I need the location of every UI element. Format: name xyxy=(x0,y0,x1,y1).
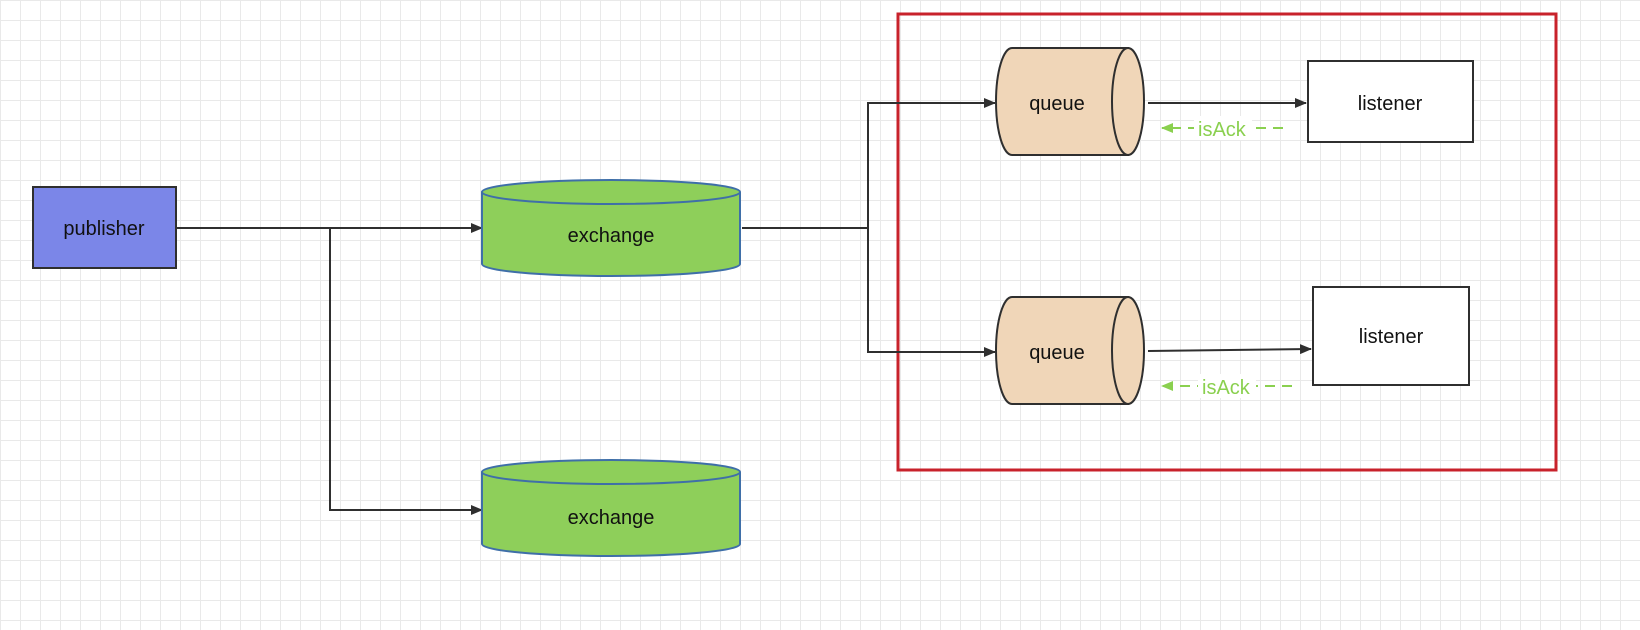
ack-label-bg-top xyxy=(1194,116,1252,140)
publisher-node[interactable]: publisher xyxy=(32,186,177,269)
queue-bottom-node[interactable]: queue xyxy=(995,296,1145,405)
edge-queue-listener-bottom[interactable] xyxy=(1147,344,1312,355)
edge-publisher-exchange-bottom[interactable] xyxy=(329,228,483,515)
queue-bottom-label: queue xyxy=(1029,342,1085,364)
ack-arrows xyxy=(1161,123,1292,391)
ack-label-top: isAck xyxy=(1198,119,1247,141)
highlight-frame xyxy=(896,12,1558,472)
connectors xyxy=(176,98,1312,515)
ack-label-bg-bottom xyxy=(1198,374,1256,398)
ack-label-bottom: isAck xyxy=(1202,377,1251,399)
edge-router-queue-top[interactable] xyxy=(867,98,996,228)
listener-top-label: listener xyxy=(1358,93,1423,115)
exchange-top-node[interactable]: exchange xyxy=(481,179,741,277)
listener-bottom-node[interactable]: listener xyxy=(1312,286,1470,386)
exchange-top-label: exchange xyxy=(568,225,655,247)
queue-top-node[interactable]: queue xyxy=(995,47,1145,156)
edge-router-queue-bottom[interactable] xyxy=(867,228,996,357)
exchange-bottom-label: exchange xyxy=(568,507,655,529)
queue-top-label: queue xyxy=(1029,93,1085,115)
publisher-label: publisher xyxy=(63,218,145,240)
listener-top-node[interactable]: listener xyxy=(1307,60,1474,143)
listener-bottom-label: listener xyxy=(1359,326,1424,348)
exchange-bottom-node[interactable]: exchange xyxy=(481,459,741,557)
